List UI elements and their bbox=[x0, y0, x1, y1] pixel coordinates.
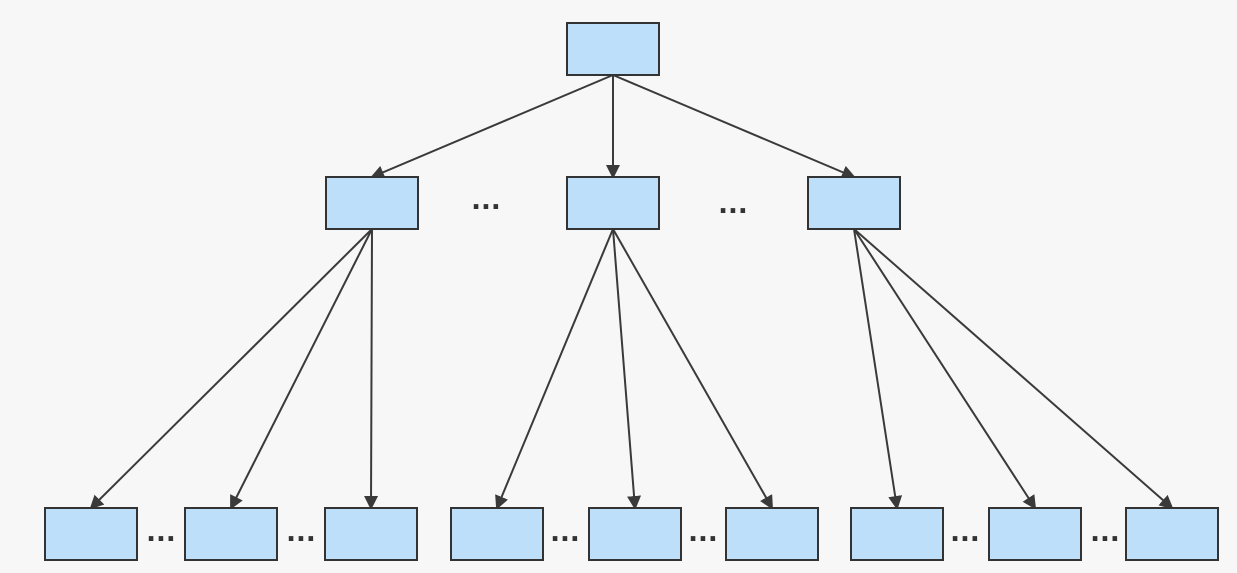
node-l2-c1 bbox=[850, 507, 944, 561]
edge-l1-a-to-l2-a3 bbox=[364, 228, 379, 510]
node-root bbox=[566, 22, 660, 76]
nodes-layer bbox=[44, 22, 1219, 561]
level2-ellipsis-a1: ··· bbox=[146, 525, 176, 555]
node-l2-c3 bbox=[1125, 507, 1219, 561]
node-l1-b bbox=[566, 176, 660, 230]
level1-ellipsis-1: ··· bbox=[471, 193, 501, 223]
node-l2-b2 bbox=[588, 507, 682, 561]
edge-l1-c-to-l2-c1 bbox=[853, 228, 903, 510]
node-l1-c bbox=[807, 176, 901, 230]
edge-l1-c-to-l2-c3 bbox=[853, 228, 1174, 510]
edge-l1-b-to-l2-b2 bbox=[612, 228, 642, 510]
node-l2-b3 bbox=[725, 507, 819, 561]
node-l2-a1 bbox=[44, 507, 138, 561]
node-l2-b1 bbox=[450, 507, 544, 561]
edge-l1-b-to-l2-b3 bbox=[612, 228, 773, 510]
node-l2-a3 bbox=[324, 507, 418, 561]
edge-l1-c-to-l2-c2 bbox=[853, 228, 1037, 510]
edge-root-to-l1-c bbox=[612, 74, 856, 179]
node-l2-c2 bbox=[988, 507, 1082, 561]
level1-ellipsis-2: ··· bbox=[718, 197, 748, 227]
edge-root-to-l1-a bbox=[370, 74, 614, 179]
edge-l1-a-to-l2-a2 bbox=[230, 228, 373, 510]
node-l2-a2 bbox=[184, 507, 278, 561]
edges-layer bbox=[89, 74, 1174, 510]
level2-ellipsis-b2: ··· bbox=[688, 525, 718, 555]
level2-ellipsis-c2: ··· bbox=[1090, 525, 1120, 555]
edge-l1-b-to-l2-b1 bbox=[495, 228, 614, 510]
level2-ellipsis-b1: ··· bbox=[550, 525, 580, 555]
edge-l1-a-to-l2-a1 bbox=[89, 228, 373, 510]
node-l1-a bbox=[325, 176, 419, 230]
level2-ellipsis-c1: ··· bbox=[950, 525, 980, 555]
level2-ellipsis-a2: ··· bbox=[286, 525, 316, 555]
